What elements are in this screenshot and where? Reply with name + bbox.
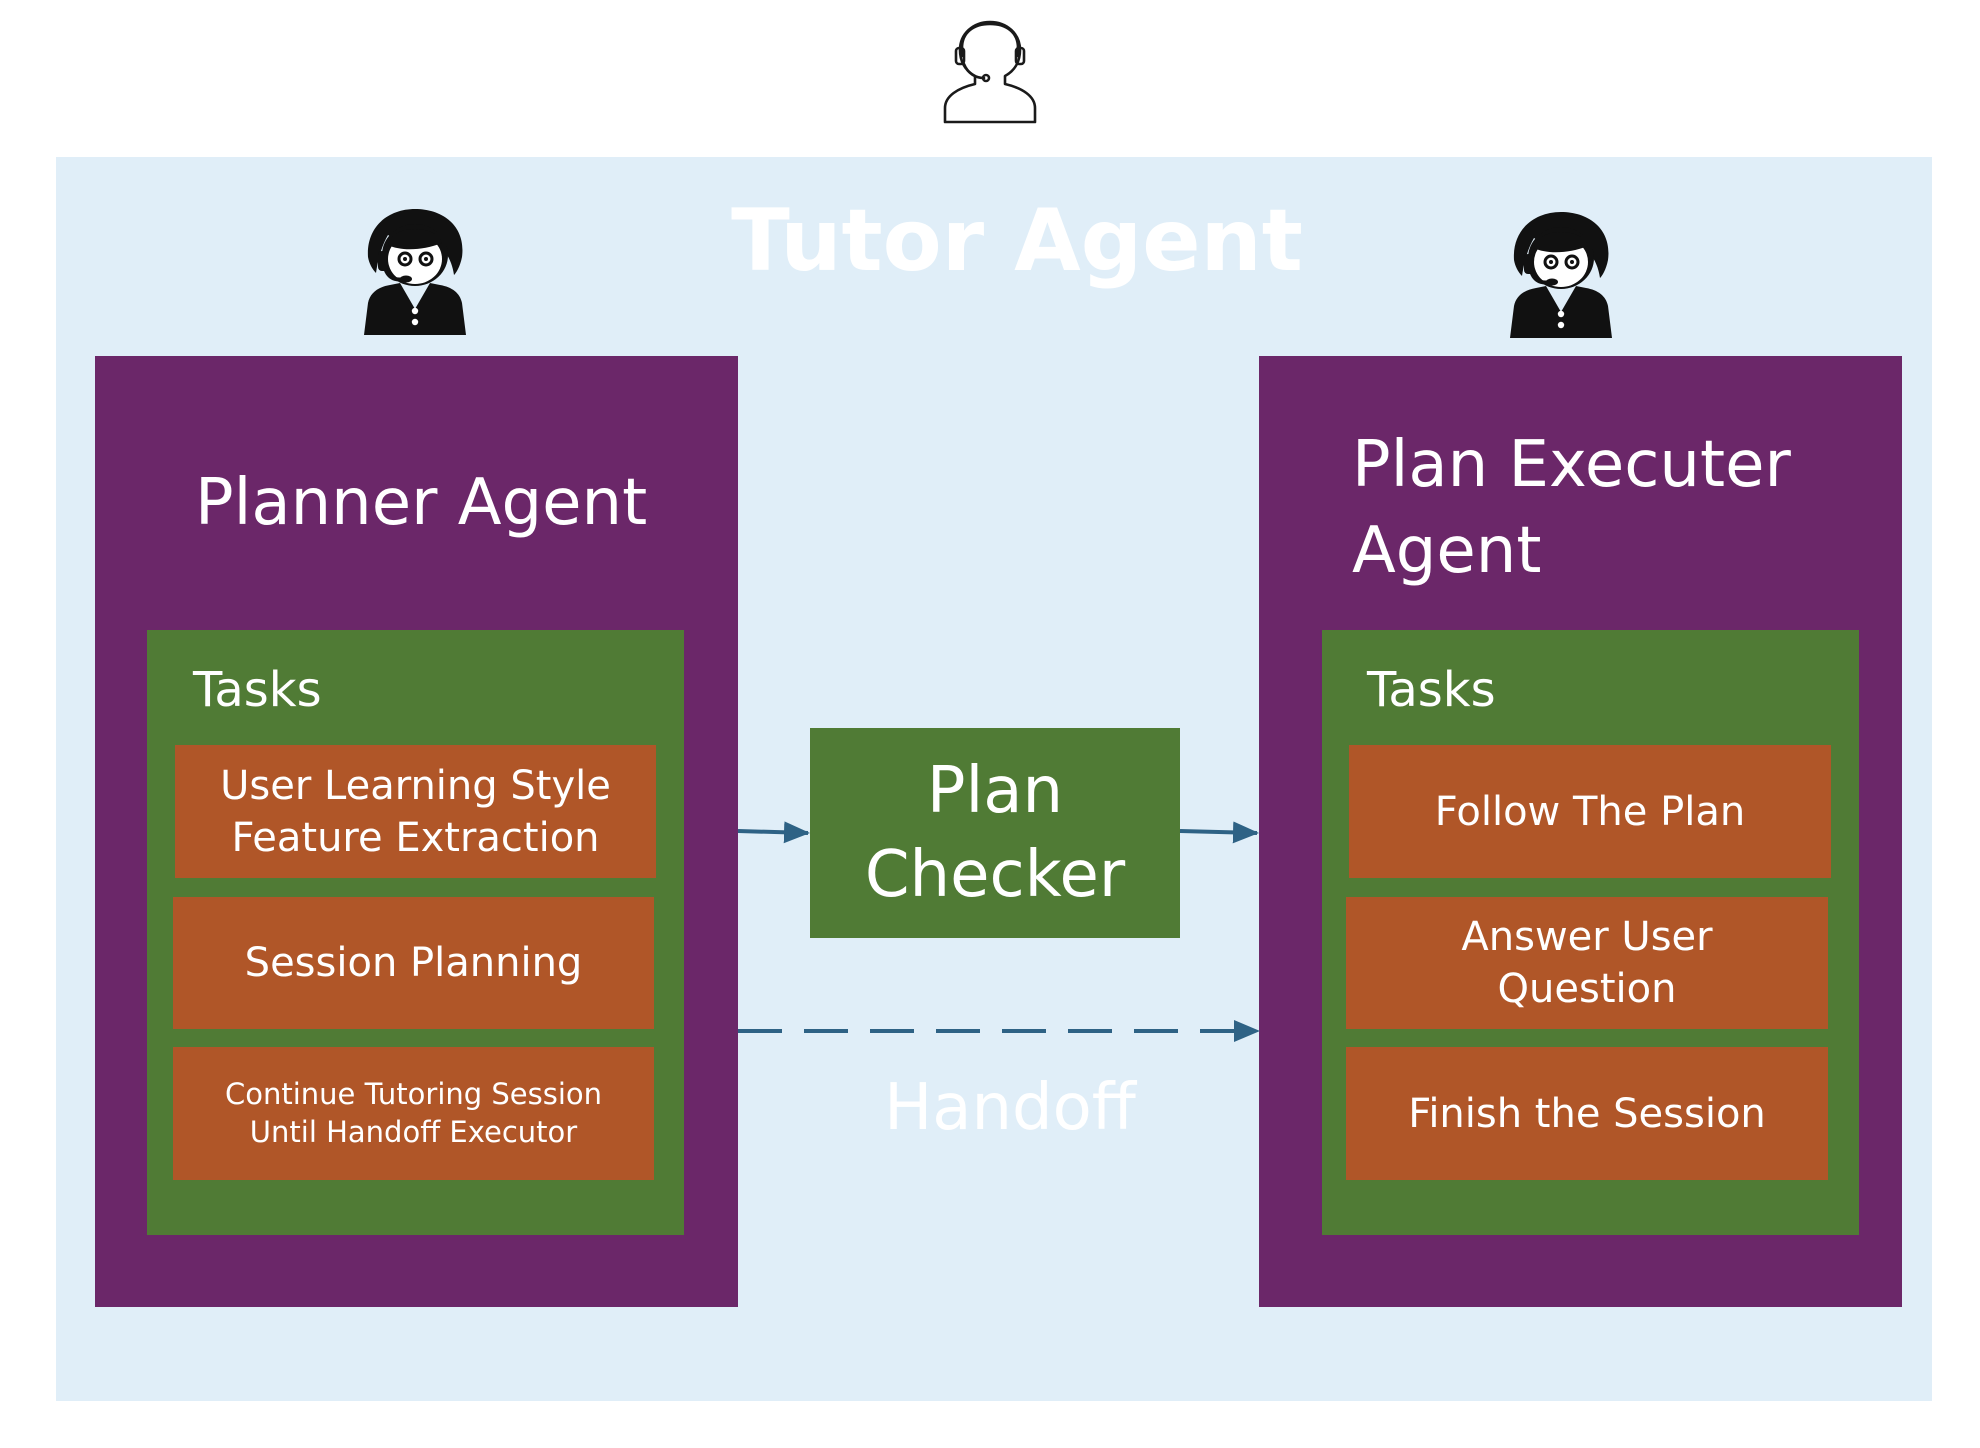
checker-to-executer-arrow xyxy=(1179,821,1259,844)
planner-task-label: Continue Tutoring Session Until Handoff … xyxy=(224,1076,603,1149)
planner-task-item: User Learning Style Feature Extraction xyxy=(175,745,656,878)
executer-task-label: Finish the Session xyxy=(1408,1090,1766,1137)
executer-tasks-label: Tasks xyxy=(1367,662,1496,718)
planner-task-label: User Learning Style Feature Extraction xyxy=(220,762,611,861)
plan-executer-agent-title: Plan Executer Agent xyxy=(1352,428,1791,588)
planner-task-label: Session Planning xyxy=(244,940,583,986)
tutor-agent-title: Tutor Agent xyxy=(731,191,1303,291)
handoff-label: Handoff xyxy=(884,1071,1136,1145)
planner-task-item: Session Planning xyxy=(173,897,654,1029)
planner-task-item: Continue Tutoring Session Until Handoff … xyxy=(173,1047,654,1180)
planner-agent-title: Planner Agent xyxy=(195,466,648,540)
planner-support-agent-icon xyxy=(364,209,466,335)
executer-task-label: Follow The Plan xyxy=(1434,788,1746,835)
plan-checker-box: Plan Checker xyxy=(810,728,1180,938)
planner-tasks-label: Tasks xyxy=(193,662,322,718)
executer-support-agent-icon xyxy=(1510,212,1612,338)
planner-to-checker-arrow xyxy=(737,821,810,844)
user-headset-outline-icon xyxy=(943,20,1037,124)
executer-task-item: Finish the Session xyxy=(1346,1047,1828,1180)
executer-task-item: Follow The Plan xyxy=(1349,745,1831,878)
executer-task-item: Answer User Question xyxy=(1346,897,1828,1029)
plan-checker-label: Plan Checker xyxy=(864,754,1126,912)
executer-task-label: Answer User Question xyxy=(1461,914,1713,1012)
